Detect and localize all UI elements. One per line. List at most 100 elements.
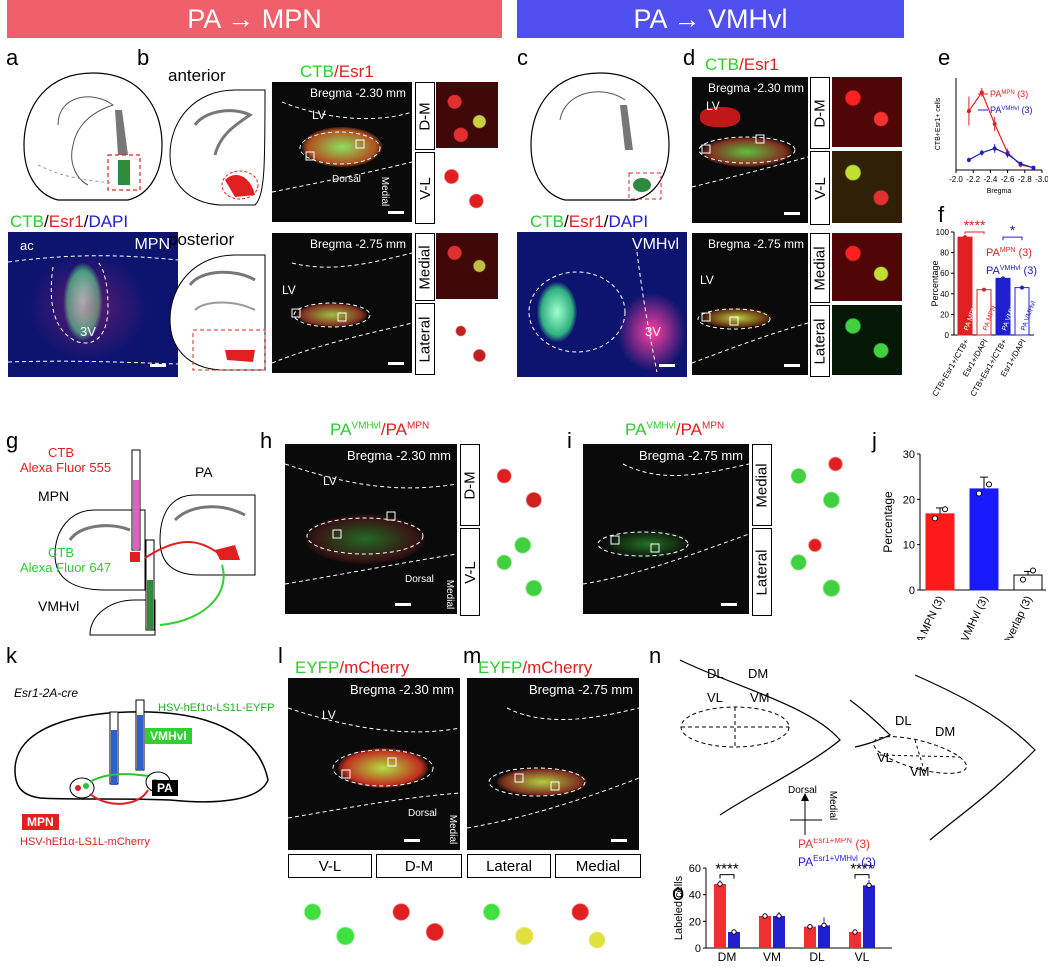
data-point	[963, 235, 967, 240]
label-alexa647: Alexa Fluor 647	[20, 560, 112, 575]
label-bregma: Bregma -2.30 mm	[349, 682, 454, 697]
scale-bar	[404, 839, 420, 842]
label-vm: VM	[750, 690, 770, 705]
panel-letter-f: f	[938, 202, 945, 227]
title-c: CTB/Esr1/DAPI	[530, 212, 649, 231]
legend-label: PAVMHvl (3)	[986, 265, 1037, 277]
label-3v: 3V	[80, 324, 96, 339]
data-point	[986, 481, 992, 488]
label-dl: DL	[707, 666, 724, 681]
data-point	[762, 913, 768, 919]
x-axis-label: Bregma	[987, 188, 1012, 195]
data-point	[992, 122, 997, 126]
banner-left-text: PA → MPN	[187, 3, 322, 34]
micrograph-c: VMHvl 3V	[517, 232, 687, 377]
data-point	[966, 109, 971, 114]
significance-label: ****	[850, 861, 874, 878]
data-point	[866, 882, 872, 889]
sig-bracket	[1002, 236, 1023, 241]
label-3v: 3V	[645, 324, 661, 339]
data-point	[807, 923, 813, 930]
bar	[728, 932, 740, 948]
compass-dorsal: Dorsal	[405, 574, 434, 585]
inset-medial	[832, 233, 902, 301]
title-h: PAVMHvl/PAMPN	[330, 420, 430, 439]
legend-label: PAEsr1+VMHvl (3)	[798, 854, 876, 869]
region-label-medial: Medial	[415, 233, 435, 301]
label-alexa555: Alexa Fluor 555	[20, 460, 112, 475]
panel-letter-k: k	[6, 643, 17, 668]
micrograph-a: ac MPN 3V	[8, 232, 178, 377]
data-point	[1001, 276, 1005, 281]
panel-letter-a: a	[6, 45, 19, 70]
compass-medial: Medial	[379, 176, 391, 207]
y-axis-label: CTB+Esr1+ cells	[935, 97, 942, 150]
sig-bracket	[964, 231, 985, 235]
label-vm-2: VM	[910, 764, 930, 779]
y-axis-label: Percentage	[881, 491, 895, 553]
label-eyfp-virus: HSV-hEf1α-LS1L-EYFP	[158, 702, 275, 714]
region-label-lateral: Lateral	[810, 305, 830, 377]
label-bregma: Bregma -2.75 mm	[309, 237, 406, 251]
title-a: CTB/Esr1/DAPI	[10, 212, 129, 231]
legend-label: PAMPN (3)	[990, 89, 1028, 99]
label-bregma: Bregma -2.75 mm	[707, 237, 804, 251]
inset-lateral	[467, 880, 549, 960]
inset-vl	[482, 528, 556, 614]
y-tick-label: 0	[909, 585, 915, 597]
compass-medial: Medial	[447, 814, 459, 845]
x-tick-label: DL	[809, 950, 825, 964]
banner-pa-mpn: PA → MPN	[7, 0, 502, 38]
data-point	[1031, 165, 1036, 170]
significance-label: *	[1010, 222, 1016, 238]
y-tick-label: 20	[940, 310, 949, 319]
label-mpn: MPN	[22, 814, 59, 830]
bar	[1013, 574, 1043, 591]
data-point	[982, 287, 986, 292]
scale-bar	[388, 362, 404, 365]
y-tick-label: 20	[903, 494, 915, 506]
chart-e: -2.0-2.2-2.4-2.6-2.8-3.0BregmaCTB+Esr1+ …	[935, 78, 1048, 195]
micrograph-i: Bregma -2.75 mm	[583, 444, 749, 614]
bar	[759, 916, 771, 948]
data-point	[932, 515, 938, 522]
x-tick-label: VM	[763, 950, 781, 964]
y-tick-label: 100	[936, 228, 950, 237]
micrograph-b-anterior: Bregma -2.30 mm LV Dorsal Medial	[272, 82, 412, 222]
inset-dm	[482, 444, 556, 524]
scale-bar	[388, 211, 404, 214]
x-tick-label: -2.8	[1018, 175, 1032, 184]
panel-letter-b: b	[137, 45, 150, 70]
bar	[714, 884, 726, 948]
panel-letter-h: h	[260, 428, 273, 453]
panel-letter-g: g	[6, 428, 19, 453]
x-tick-label: Overlap (3)	[1001, 594, 1035, 640]
label-lv: LV	[312, 108, 326, 122]
inset-lateral	[774, 528, 856, 614]
micrograph-d-posterior: Bregma -2.75 mm LV	[692, 233, 808, 375]
label-lv: LV	[282, 283, 296, 297]
label-ac: ac	[20, 238, 34, 253]
label-mpn: MPN	[38, 488, 70, 504]
bar	[969, 488, 999, 591]
label-ctb647: CTB	[48, 545, 74, 560]
region-label-lateral: Lateral	[415, 303, 435, 375]
inset-medial	[774, 444, 856, 524]
bar	[818, 925, 830, 948]
y-tick-label: 60	[689, 863, 701, 875]
label-vmhvl: VMHvl	[145, 728, 192, 744]
inset-vl	[288, 880, 370, 960]
scale-bar	[150, 364, 166, 367]
label-bregma: Bregma -2.75 mm	[638, 448, 743, 463]
y-axis-label: Labeled cells	[673, 875, 685, 940]
panel-letter-o: o	[672, 880, 685, 905]
data-point	[776, 913, 782, 919]
label-mouse-line: Esr1-2A-cre	[14, 686, 79, 700]
y-tick-label: 0	[945, 331, 950, 340]
x-tick-label: -2.6	[1001, 175, 1015, 184]
data-point	[942, 506, 948, 513]
banner-right-text: PA → VMHvl	[633, 3, 788, 34]
label-lv: LV	[706, 99, 720, 113]
label-vmhvl: VMHvl	[631, 236, 679, 253]
series-line	[968, 91, 1034, 169]
